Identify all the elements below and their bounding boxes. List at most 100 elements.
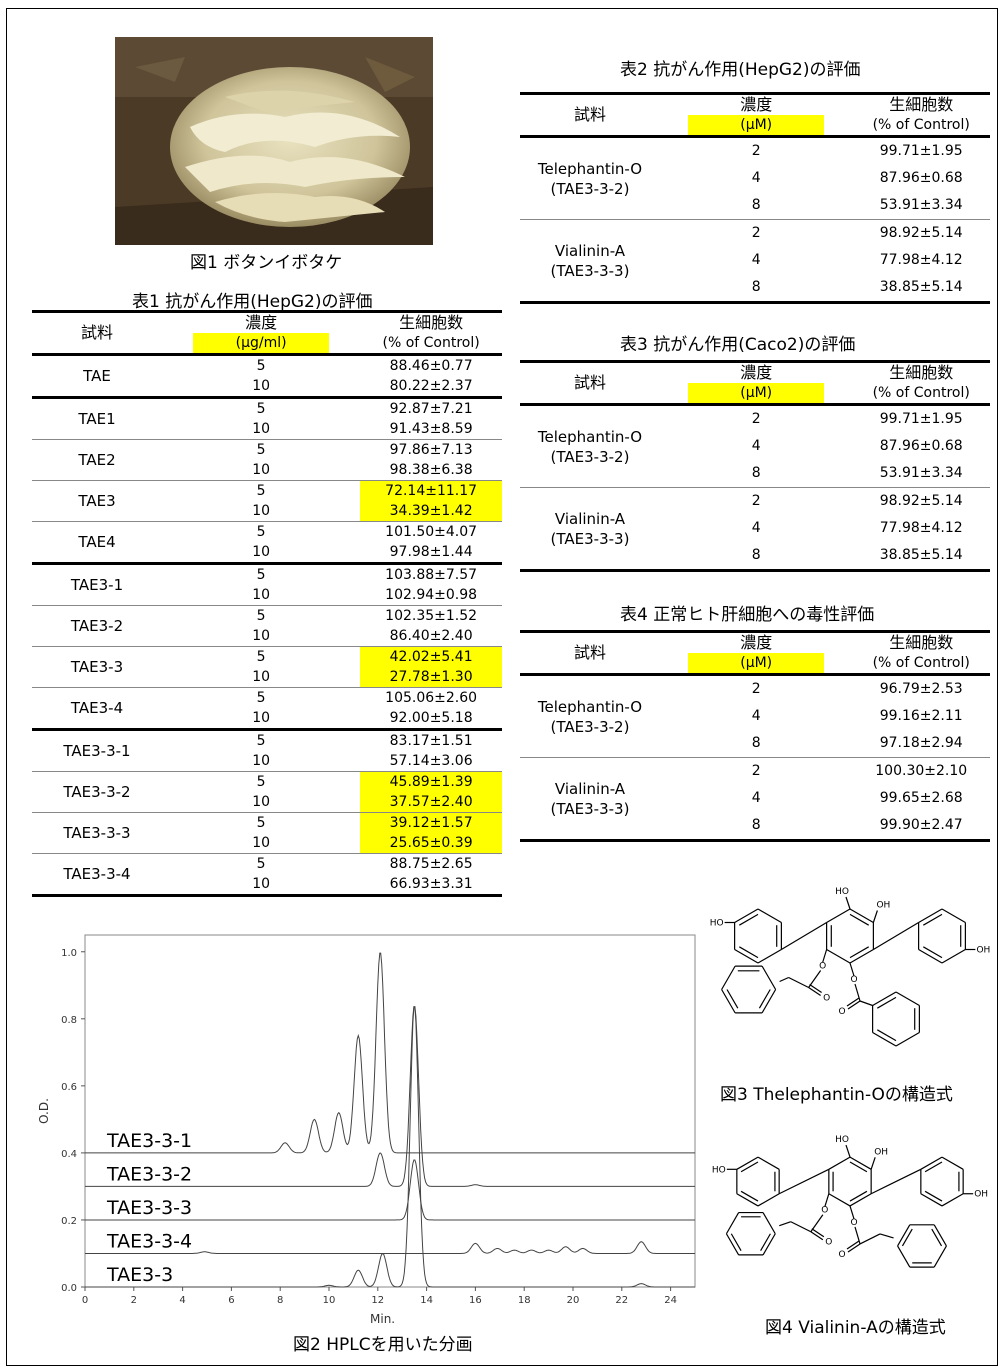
double-bond	[849, 1190, 868, 1202]
ring-bond	[721, 965, 736, 990]
conc-value: 2	[660, 135, 853, 165]
x-tick-label: 8	[277, 1295, 283, 1306]
sample-name: TAE3	[32, 480, 162, 522]
viable-unit-label: (% of Control)	[872, 117, 970, 133]
bond	[873, 921, 919, 951]
mushroom-photo	[115, 37, 433, 245]
viable-header: 生細胞数	[852, 630, 990, 653]
ring-bond	[849, 1193, 872, 1207]
conc-header: 濃度	[660, 360, 853, 383]
sample-name-cell: Telephantin-O(TAE3-3-2)	[520, 673, 660, 758]
conc-header: 濃度	[660, 92, 853, 115]
x-tick-label: 20	[567, 1295, 580, 1306]
viable-value: 86.40±2.40	[389, 628, 473, 644]
atom-label: O	[838, 1007, 845, 1017]
ring-bond	[757, 948, 782, 964]
viable-value: 102.35±1.52	[360, 605, 502, 626]
double-bond	[758, 989, 771, 1009]
sample-name: TAE4	[32, 521, 162, 564]
conc-unit-cell: (μM)	[660, 115, 852, 137]
bond	[808, 987, 821, 996]
conc-value: 10	[252, 753, 271, 769]
viable-value: 101.50±4.07	[360, 521, 502, 542]
atom-label: OH	[974, 1190, 988, 1200]
bond	[779, 976, 789, 983]
viable-value: 98.92±5.14	[852, 487, 990, 515]
conc-value: 4	[751, 520, 761, 536]
bond	[849, 1205, 855, 1220]
conc-value: 4	[751, 252, 761, 268]
ring-bond	[734, 948, 759, 964]
series-line-tae3-3-3	[85, 1159, 695, 1221]
table2: 試料濃度生細胞数(μM)(% of Control)Telephantin-O(…	[520, 92, 990, 304]
viable-value: 83.17±1.51	[360, 728, 502, 751]
ring-bond	[918, 948, 943, 964]
conc-value: 5	[162, 353, 361, 376]
sample-name-cell: Vialinin-A(TAE3-3-3)	[520, 757, 660, 842]
double-bond	[849, 946, 870, 959]
bond	[788, 976, 809, 989]
bond	[810, 1231, 824, 1241]
conc-value: 10	[252, 587, 271, 603]
conc-value: 4	[751, 790, 761, 806]
double-bond	[726, 989, 739, 1009]
viable-value: 97.86±7.13	[360, 439, 502, 460]
ring-bond	[736, 1193, 759, 1207]
viable-unit-label: (% of Control)	[872, 385, 970, 401]
atom-label: HO	[835, 1135, 849, 1145]
sample-name: Vialinin-A	[554, 241, 626, 260]
ring-bond	[761, 965, 777, 990]
viable-value: 77.98±4.12	[879, 252, 963, 268]
sample-name: TAE3-4	[32, 687, 162, 730]
y-tick-label: 0.4	[61, 1149, 77, 1160]
viable-value: 105.06±2.60	[360, 687, 502, 708]
sample-code: (TAE3-3-2)	[550, 447, 630, 466]
conc-value: 5	[162, 728, 361, 751]
double-bond	[876, 1029, 897, 1042]
atom-label: O	[825, 1238, 832, 1248]
ring-bond	[757, 908, 782, 924]
figure1-caption: 図1 ボタンイボタケ	[190, 253, 343, 273]
conc-value: 4	[751, 708, 761, 724]
bond	[809, 984, 822, 993]
ring-bond	[895, 991, 920, 1007]
conc-value: 10	[252, 710, 271, 726]
conc-value: 5	[162, 853, 361, 874]
figure4-caption: 図4 Vialinin-Aの構造式	[765, 1318, 946, 1338]
viable-value: 99.16±2.11	[879, 708, 963, 724]
sample-code: (TAE3-3-3)	[550, 799, 630, 818]
conc-value: 5	[162, 439, 361, 460]
sample-header: 試料	[520, 360, 660, 405]
table-row: 4 99.16±2.11	[520, 703, 990, 730]
conc-value: 8	[751, 197, 761, 213]
conc-value: 5	[162, 687, 361, 708]
ring-bond	[734, 908, 759, 924]
y-tick-label: 0.0	[61, 1283, 77, 1294]
conc-value: 8	[751, 735, 761, 751]
x-tick-label: 2	[131, 1295, 137, 1306]
ring-bond	[826, 948, 851, 964]
sample-name-cell: Telephantin-O(TAE3-3-2)	[520, 403, 660, 488]
conc-value: 10	[252, 794, 271, 810]
sample-name: TAE	[32, 353, 162, 398]
viable-header: 生細胞数	[852, 360, 990, 383]
conc-value: 8	[751, 465, 761, 481]
x-tick-label: 14	[420, 1295, 433, 1306]
